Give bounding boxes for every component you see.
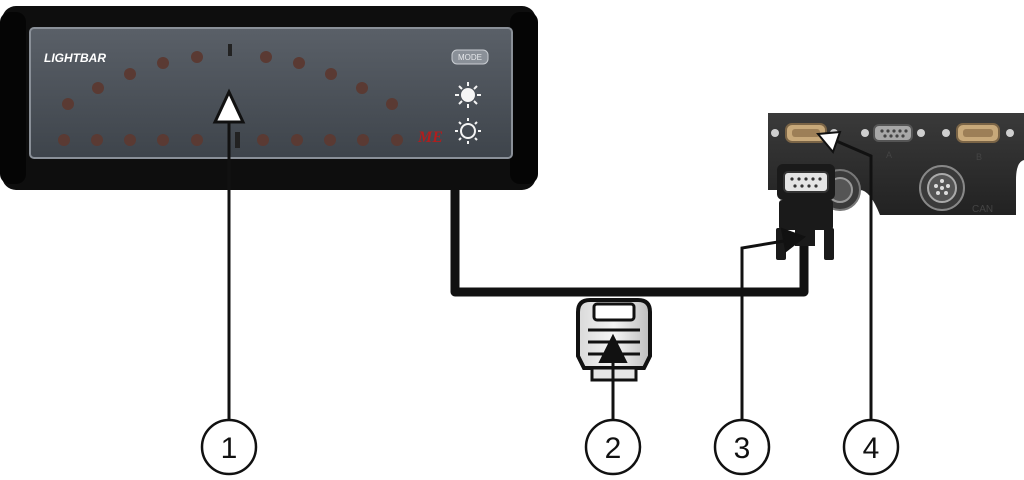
led-arc-9 (356, 82, 368, 94)
lightbar-brand-label: LIGHTBAR (44, 51, 106, 65)
port-b-connector (942, 123, 1014, 143)
led-bottom-7 (291, 134, 303, 146)
can-port-label: CAN (972, 204, 993, 215)
led-bottom-5 (191, 134, 203, 146)
plugged-connector (776, 164, 835, 260)
center-marker-bottom (235, 132, 240, 148)
led-arc-6 (260, 51, 272, 63)
led-bottom-9 (357, 134, 369, 146)
led-arc-1 (62, 98, 74, 110)
callout-3: 3 (713, 418, 771, 476)
led-bottom-8 (324, 134, 336, 146)
lightbar-device: LIGHTBAR MODE ME (0, 6, 538, 190)
leader-4 (833, 138, 873, 422)
leader-3-arrow (780, 227, 807, 253)
callout-2: 2 (584, 418, 642, 476)
cable-plug (576, 298, 652, 382)
cable (450, 185, 809, 297)
brightness-up-icon[interactable] (455, 82, 481, 108)
led-bottom-3 (124, 134, 136, 146)
led-bottom-10 (391, 134, 403, 146)
led-bottom-2 (91, 134, 103, 146)
port-center-connector (861, 124, 925, 142)
leader-2-arrow (598, 333, 628, 363)
led-arc-4 (157, 57, 169, 69)
callout-1: 1 (200, 418, 258, 476)
manufacturer-logo: ME (417, 129, 443, 146)
mode-badge: MODE (451, 49, 489, 65)
brightness-down-icon[interactable] (455, 118, 481, 144)
callout-1-number: 1 (221, 432, 238, 465)
port-b-label: B (976, 152, 982, 162)
led-array (58, 51, 403, 146)
port-a-label: A (886, 150, 892, 160)
led-bottom-4 (157, 134, 169, 146)
led-bottom-6 (257, 134, 269, 146)
mode-badge-label: MODE (458, 53, 482, 62)
leader-1-arrow (212, 88, 246, 124)
led-arc-5 (191, 51, 203, 63)
callout-4: 4 (842, 418, 900, 476)
callout-leaders (212, 88, 873, 422)
led-arc-7 (293, 57, 305, 69)
led-arc-10 (386, 98, 398, 110)
led-arc-2 (92, 82, 104, 94)
center-marker-top (228, 44, 232, 56)
leader-3 (740, 238, 791, 420)
led-arc-8 (325, 68, 337, 80)
callout-3-number: 3 (734, 432, 751, 465)
leader-4-arrow (816, 130, 842, 154)
led-bottom-1 (58, 134, 70, 146)
led-arc-3 (124, 68, 136, 80)
callout-4-number: 4 (863, 432, 880, 465)
can-round-connector (919, 165, 965, 211)
callout-2-number: 2 (605, 432, 622, 465)
